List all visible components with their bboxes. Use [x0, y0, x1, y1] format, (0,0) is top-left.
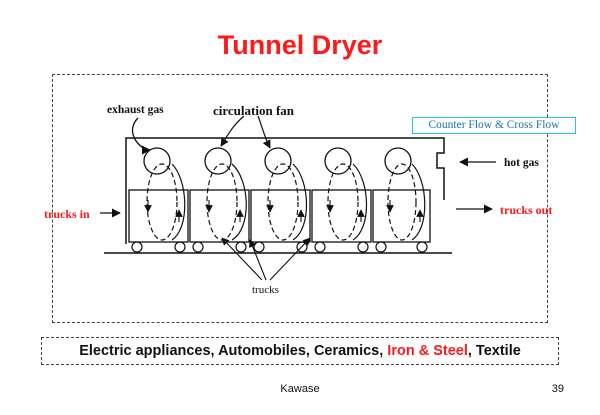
footer-page-number: 39	[551, 383, 564, 395]
label-circulation-fan: circulation fan	[213, 103, 295, 118]
wheel-icon	[235, 241, 247, 253]
applications-highlight: Iron & Steel	[387, 343, 468, 359]
wheel-icon	[131, 241, 143, 253]
tunnel-housing	[125, 137, 445, 244]
footer-author: Kawase	[280, 383, 320, 395]
truck	[372, 189, 431, 243]
exhaust-gas-arrow	[131, 117, 151, 155]
wheel-icon	[314, 241, 326, 253]
slide-title: Tunnel Dryer	[217, 30, 383, 60]
label-trucks-in: trucks in	[44, 207, 90, 221]
wheel-icon	[253, 241, 265, 253]
fan-icon	[324, 147, 352, 175]
fan-icon	[143, 147, 171, 175]
fan-icon	[204, 147, 232, 175]
flow-arrows	[144, 200, 424, 222]
fan-pointer-arrow	[220, 115, 245, 147]
wheel-icon	[174, 241, 186, 253]
truck	[311, 189, 372, 243]
label-exhaust-gas: exhaust gas	[107, 104, 164, 116]
wheel-icon	[416, 241, 428, 253]
truck-wheels	[131, 241, 428, 253]
applications-box: Electric appliances, Automobiles, Cerami…	[41, 337, 559, 365]
flow-type-box: Counter Flow & Cross Flow	[412, 117, 576, 134]
label-hot-gas: hot gas	[504, 157, 539, 169]
label-trucks: trucks	[252, 284, 279, 296]
applications-text-2: , Textile	[467, 343, 521, 359]
diagram-frame	[52, 74, 548, 323]
fan-icon	[384, 147, 412, 175]
circulation-loops	[146, 163, 426, 241]
trucks	[128, 189, 431, 243]
circulation-fans	[143, 147, 412, 175]
fan-icon	[264, 147, 292, 175]
fan-pointer-arrow	[257, 115, 271, 149]
wheel-icon	[357, 241, 369, 253]
truck-pointer-lines	[221, 237, 311, 281]
applications-text-1: Electric appliances, Automobiles, Cerami…	[79, 343, 388, 359]
label-trucks-out: trucks out	[500, 203, 552, 217]
wheel-icon	[375, 241, 387, 253]
wheel-icon	[192, 241, 204, 253]
